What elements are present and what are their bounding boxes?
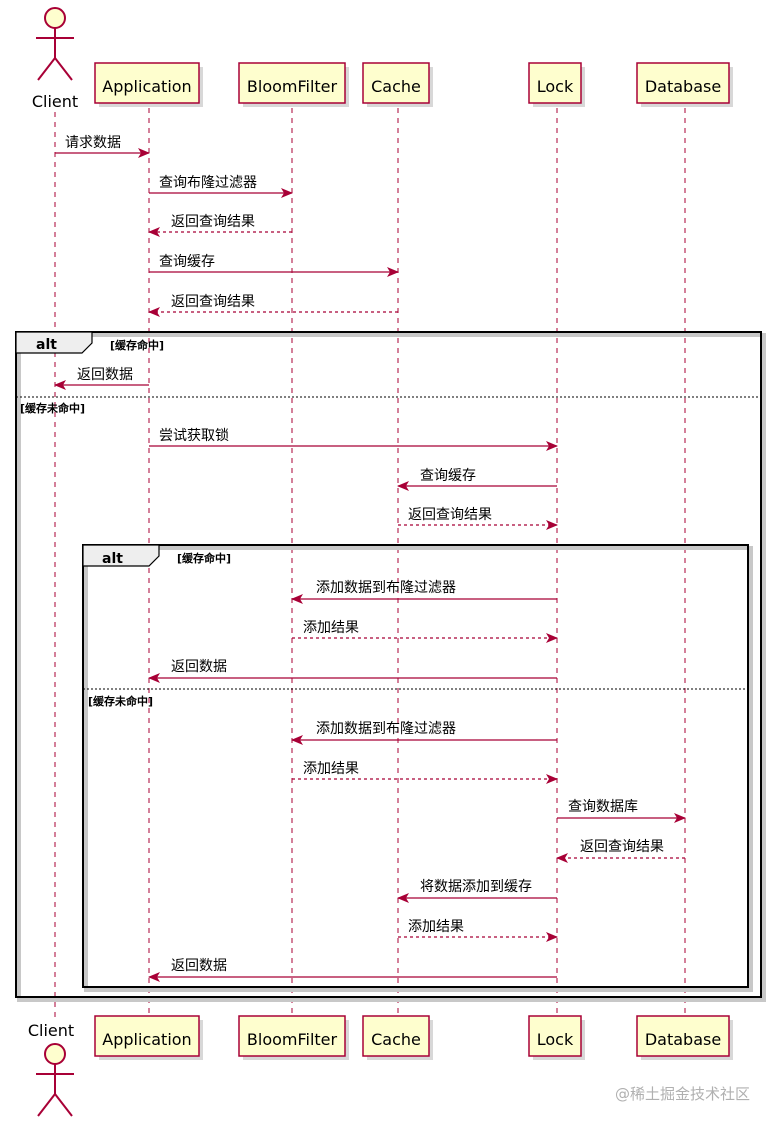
alt-frame-outer-border — [15, 331, 762, 998]
client-actor-icon — [36, 7, 74, 81]
alt-frame-inner-cond-miss: [缓存未命中] — [88, 694, 153, 708]
message-label-1: 请求数据 — [65, 135, 121, 151]
participant-bloomfilter-box-bottom — [238, 1015, 346, 1057]
alt-frame-inner: alt [缓存命中] [缓存未命中] — [82, 544, 753, 992]
watermark: @稀土掘金技术社区 — [615, 1085, 750, 1103]
participant-lock-box-bottom — [528, 1015, 582, 1057]
alt-frame-outer-cond-hit: [缓存命中] — [110, 338, 164, 352]
participant-application-label-bottom: Application — [102, 1030, 191, 1049]
participant-database-label-bottom: Database — [645, 1030, 721, 1049]
participant-lock-box — [528, 62, 582, 104]
participant-database-label: Database — [645, 77, 721, 96]
message-label-15: 查询数据库 — [568, 799, 638, 815]
participant-bloomfilter-label: BloomFilter — [247, 77, 338, 96]
participant-bloomfilter-box — [238, 62, 346, 104]
message-label-13: 添加数据到布隆过滤器 — [316, 721, 456, 737]
participant-lock-label-bottom: Lock — [537, 1030, 574, 1049]
message-label-3: 返回查询结果 — [171, 214, 255, 230]
participant-application-box-bottom — [94, 1015, 200, 1057]
participant-bloomfilter-label-bottom: BloomFilter — [247, 1030, 338, 1049]
message-label-4: 查询缓存 — [159, 254, 215, 270]
participant-client-label: Client — [32, 92, 78, 111]
message-label-10: 添加数据到布隆过滤器 — [316, 580, 456, 596]
alt-frame-inner-keyword: alt — [102, 551, 123, 567]
message-label-11: 添加结果 — [303, 620, 359, 636]
messages: 请求数据 查询布隆过滤器 返回查询结果 查询缓存 返回查询结果 返回数据 尝试获… — [54, 135, 686, 982]
alt-frame-outer-cond-miss: [缓存未命中] — [20, 401, 85, 415]
message-label-12: 返回数据 — [171, 659, 227, 675]
participant-application-box — [94, 62, 200, 104]
participants-bottom: Client Application BloomFilter Cache Loc… — [28, 1015, 733, 1117]
participant-cache-label: Cache — [371, 77, 421, 96]
alt-frame-outer-tab — [15, 331, 93, 354]
participant-database-box — [636, 62, 730, 104]
message-label-17: 将数据添加到缓存 — [420, 879, 532, 895]
message-label-8: 查询缓存 — [420, 468, 476, 484]
participant-cache-box — [362, 62, 430, 104]
participant-application-label: Application — [102, 77, 191, 96]
message-label-9: 返回查询结果 — [408, 507, 492, 523]
participant-lock-label: Lock — [537, 77, 574, 96]
message-label-14: 添加结果 — [303, 761, 359, 777]
message-label-18: 添加结果 — [408, 919, 464, 935]
participant-cache-label-bottom: Cache — [371, 1030, 421, 1049]
alt-frame-inner-tab — [82, 544, 160, 567]
alt-frame-inner-border — [82, 544, 749, 988]
participant-client-label-bottom: Client — [28, 1021, 74, 1040]
message-label-2: 查询布隆过滤器 — [159, 175, 257, 191]
client-actor-icon-bottom — [36, 1043, 74, 1117]
message-label-6: 返回数据 — [77, 367, 133, 383]
alt-frame-outer-keyword: alt — [36, 337, 57, 353]
alt-frame-inner-cond-hit: [缓存命中] — [177, 551, 231, 565]
participant-cache-box-bottom — [362, 1015, 430, 1057]
message-label-5: 返回查询结果 — [171, 294, 255, 310]
message-label-7: 尝试获取锁 — [159, 428, 229, 444]
message-label-19: 返回数据 — [171, 958, 227, 974]
message-label-16: 返回查询结果 — [580, 839, 664, 855]
participant-database-box-bottom — [636, 1015, 730, 1057]
alt-frame-outer: alt [缓存命中] [缓存未命中] — [15, 331, 766, 1002]
participants-top: Client Application BloomFilter Cache Loc… — [32, 7, 733, 111]
